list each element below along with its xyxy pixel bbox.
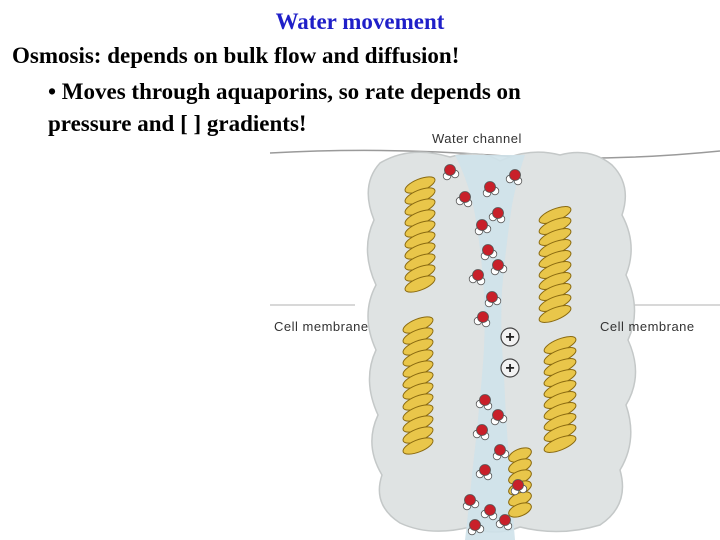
- label-water-channel: Water channel: [432, 131, 522, 146]
- slide-title: Water movement: [275, 9, 445, 34]
- slide-bullet-line-2: pressure and [ ] gradients!: [48, 111, 307, 136]
- positive-ion: +: [500, 358, 520, 378]
- water-channel: [455, 155, 525, 540]
- water-molecule: [480, 244, 498, 261]
- water-molecule: [490, 259, 508, 276]
- helix-coil: [404, 275, 436, 293]
- water-molecule: [480, 504, 498, 521]
- water-molecule: [475, 464, 493, 481]
- water-molecule: [484, 291, 502, 308]
- water-molecule: [510, 479, 528, 496]
- water-molecule: [490, 409, 508, 426]
- water-molecule: [482, 181, 500, 198]
- water-molecule: [495, 514, 513, 531]
- helix-coil: [402, 437, 434, 455]
- label-cell-membrane-right: Cell membrane: [600, 319, 695, 334]
- water-molecule: [455, 191, 473, 208]
- svg-text:+: +: [505, 329, 514, 346]
- helix-coil: [508, 502, 532, 518]
- water-molecule: [474, 219, 492, 236]
- water-molecule: [475, 394, 493, 411]
- positive-ion: +: [500, 327, 520, 347]
- water-molecule: [473, 311, 491, 328]
- aquaporin-diagram: + + Water channel Cell membrane Cell mem…: [269, 131, 720, 540]
- slide-bullet-line-1: • Moves through aquaporins, so rate depe…: [48, 79, 521, 104]
- label-cell-membrane-left: Cell membrane: [274, 319, 369, 334]
- water-molecule: [488, 207, 506, 224]
- water-molecule: [468, 269, 486, 286]
- water-molecule: [505, 169, 523, 186]
- water-molecule: [442, 164, 460, 181]
- svg-text:+: +: [505, 360, 514, 377]
- helix-coil: [538, 305, 572, 323]
- helix-coil: [543, 435, 577, 453]
- alpha-helices: [402, 176, 577, 518]
- slide-text-line-1: Osmosis: depends on bulk flow and diffus…: [12, 43, 460, 68]
- water-molecule: [467, 519, 485, 536]
- water-molecule: [492, 444, 510, 461]
- water-molecules: [442, 164, 528, 536]
- water-molecule: [462, 494, 480, 511]
- water-molecule: [472, 424, 490, 441]
